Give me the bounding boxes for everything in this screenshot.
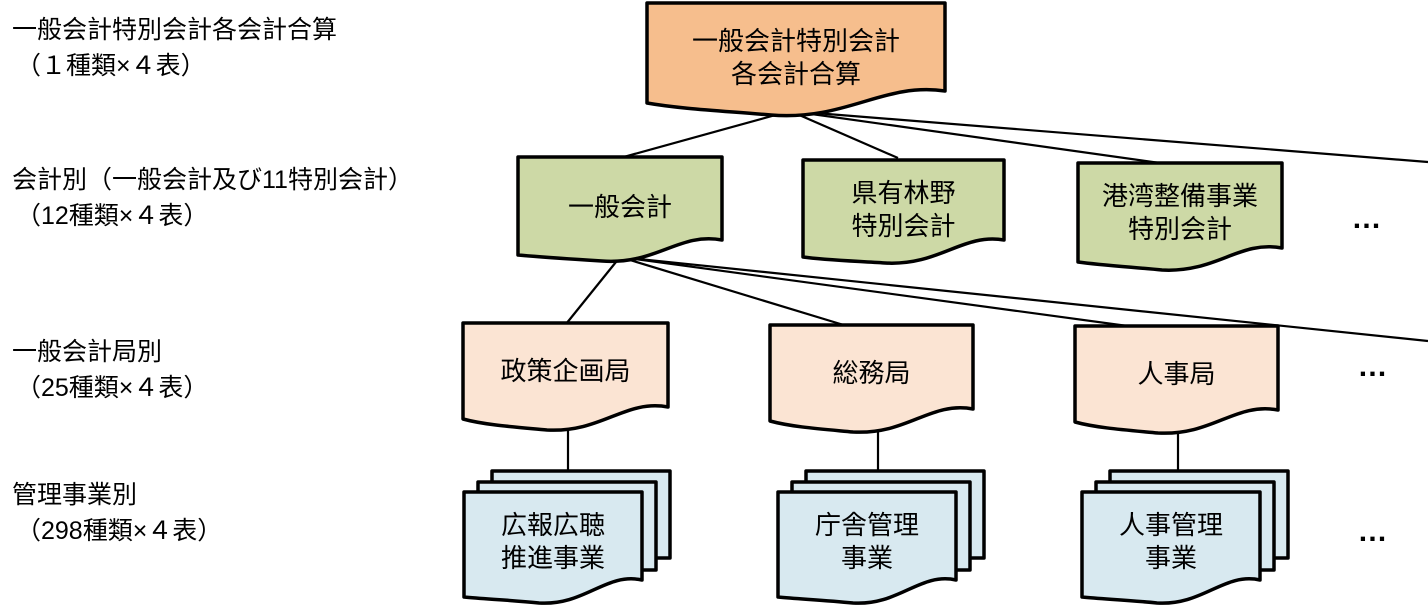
- node-project-personnel-management: 人事管理 事業: [1080, 469, 1292, 613]
- row-label-by-bureau: 一般会計局別 （25種類×４表）: [12, 334, 208, 406]
- node-text-line: 事業: [840, 543, 893, 573]
- row-label-by-account: 会計別（一般会計及び11特別会計） （12種類×４表）: [12, 162, 413, 234]
- node-text-line: 一般会計: [567, 191, 672, 222]
- node-bureau-policy-planning: 政策企画局: [461, 321, 670, 435]
- connector-line: [789, 109, 1168, 166]
- node-text-line: 政策企画局: [500, 355, 631, 386]
- document-shape: [1073, 324, 1280, 435]
- node-text-line: 庁舎管理: [814, 510, 919, 540]
- connector-line: [619, 255, 848, 328]
- document-shape: [1076, 161, 1284, 272]
- node-label: 総務局: [770, 325, 973, 421]
- row-label-title: 一般会計特別会計各会計合算: [12, 16, 338, 44]
- connector-line: [789, 109, 899, 160]
- node-text-line: 人事局: [1137, 358, 1216, 389]
- node-label: 広報広聴 推進事業: [464, 492, 642, 592]
- node-bureau-general-affairs: 総務局: [768, 323, 975, 437]
- node-project-public-relations: 広報広聴 推進事業: [462, 469, 674, 613]
- document-shape-front: [776, 490, 958, 605]
- node-bureau-personnel: 人事局: [1073, 324, 1280, 438]
- connector-line: [789, 109, 1428, 164]
- more-projects-ellipsis: …: [1357, 515, 1391, 548]
- row-label-consolidated: 一般会計特別会計各会計合算 （１種類×４表）: [12, 12, 337, 84]
- connector-line: [619, 255, 1428, 343]
- document-shape-front: [462, 490, 644, 605]
- document-shape: [801, 158, 1006, 265]
- node-text-line: 各会計合算: [730, 59, 861, 89]
- node-project-building-management: 庁舎管理 事業: [776, 469, 988, 613]
- node-label: 一般会計: [518, 157, 722, 257]
- node-text-line: 総務局: [832, 357, 911, 388]
- row-label-by-project: 管理事業別 （298種類×４表）: [12, 477, 222, 549]
- node-account-general: 一般会計: [516, 155, 724, 272]
- row-label-title: 一般会計局別: [12, 338, 163, 366]
- node-account-port-improvement: 港湾整備事業 特別会計: [1076, 161, 1284, 278]
- node-text-line: 特別会計: [851, 211, 956, 241]
- row-label-count: （12種類×４表）: [16, 202, 209, 230]
- node-text-line: 広報広聴: [500, 510, 605, 540]
- node-label: 県有林野 特別会計: [803, 160, 1004, 260]
- connector-line: [619, 109, 791, 160]
- node-text-line: 県有林野: [851, 178, 956, 208]
- node-text-line: 港湾整備事業: [1101, 181, 1258, 211]
- node-label: 庁舎管理 事業: [778, 492, 956, 592]
- row-label-title: 会計別（一般会計及び11特別会計）: [12, 166, 413, 194]
- document-shape-front: [1080, 490, 1262, 605]
- node-text-line: 推進事業: [500, 543, 605, 573]
- row-label-count: （１種類×４表）: [16, 52, 206, 80]
- node-text-line: 人事管理: [1118, 510, 1223, 540]
- document-shape: [768, 323, 975, 434]
- node-label: 政策企画局: [463, 323, 668, 419]
- node-text-line: 事業: [1144, 543, 1197, 573]
- connector-line: [565, 256, 621, 325]
- node-label: 港湾整備事業 特別会計: [1078, 163, 1282, 263]
- node-text-line: 特別会計: [1127, 214, 1232, 244]
- row-label-title: 管理事業別: [12, 481, 138, 509]
- more-accounts-ellipsis: …: [1351, 202, 1385, 235]
- document-shape: [516, 155, 724, 264]
- more-bureaus-ellipsis: …: [1357, 350, 1391, 383]
- connector-line: [619, 255, 1136, 329]
- document-shape: [461, 321, 670, 432]
- node-text-line: 一般会計特別会計: [691, 26, 900, 56]
- node-label: 人事局: [1075, 326, 1278, 422]
- node-label: 一般会計特別会計 各会計合算: [647, 3, 945, 113]
- node-root-consolidated: 一般会計特別会計 各会計合算: [645, 1, 947, 123]
- node-label: 人事管理 事業: [1082, 492, 1260, 592]
- row-label-count: （298種類×４表）: [16, 517, 223, 545]
- node-account-prefectural-forest: 県有林野 特別会計: [801, 158, 1006, 275]
- document-shape: [645, 1, 947, 118]
- row-label-count: （25種類×４表）: [16, 374, 209, 402]
